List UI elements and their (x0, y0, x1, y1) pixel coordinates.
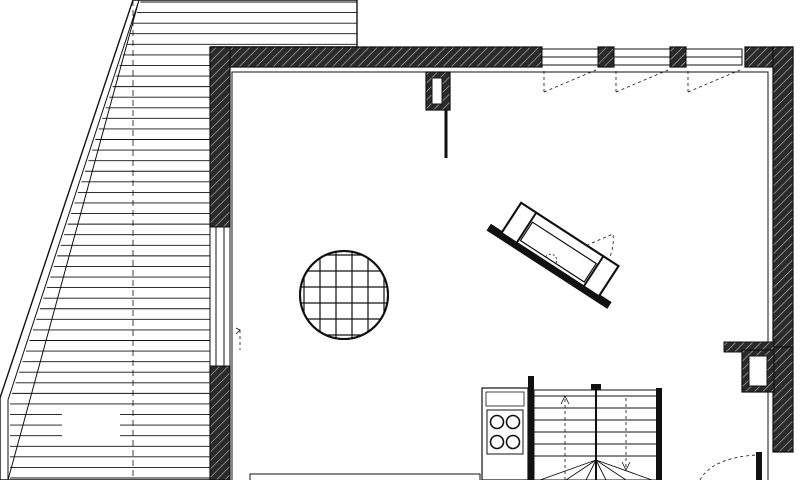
window-swing-line (543, 69, 597, 93)
wall-inner-line (231, 71, 769, 480)
stove-burner (489, 414, 505, 430)
stove-burner (489, 434, 505, 450)
window-swing-line (615, 69, 669, 93)
exterior-walls (209, 46, 794, 480)
wall-right-lower (772, 346, 794, 453)
stair-winder (539, 459, 653, 480)
sofa (486, 201, 620, 309)
bottom-counter-edge (249, 473, 481, 480)
deck (0, 0, 358, 480)
column-top (425, 71, 451, 158)
top-windows (541, 48, 743, 93)
wall-left-lower (209, 365, 231, 480)
wall-right-upper (772, 46, 794, 348)
door-bottom-right (699, 452, 769, 480)
wall-top-pier-1 (597, 46, 615, 68)
stove-burner (505, 434, 521, 450)
stove (486, 409, 524, 455)
window-swing-line (687, 69, 741, 93)
wall-left-upper (209, 46, 231, 228)
kitchen-counter (481, 376, 534, 480)
deck-edge-inner (7, 0, 140, 480)
wall-top-pier-2 (669, 46, 687, 68)
side-opening (209, 226, 241, 367)
table-grid (300, 251, 388, 339)
round-table (299, 250, 389, 340)
stair-treads (534, 395, 656, 457)
chimney-right (723, 341, 775, 393)
stove-burner (505, 414, 521, 430)
deck-boards (10, 1, 357, 479)
deck-blank-patch (62, 408, 120, 438)
staircase (533, 384, 662, 480)
wall-top-left (209, 46, 543, 68)
